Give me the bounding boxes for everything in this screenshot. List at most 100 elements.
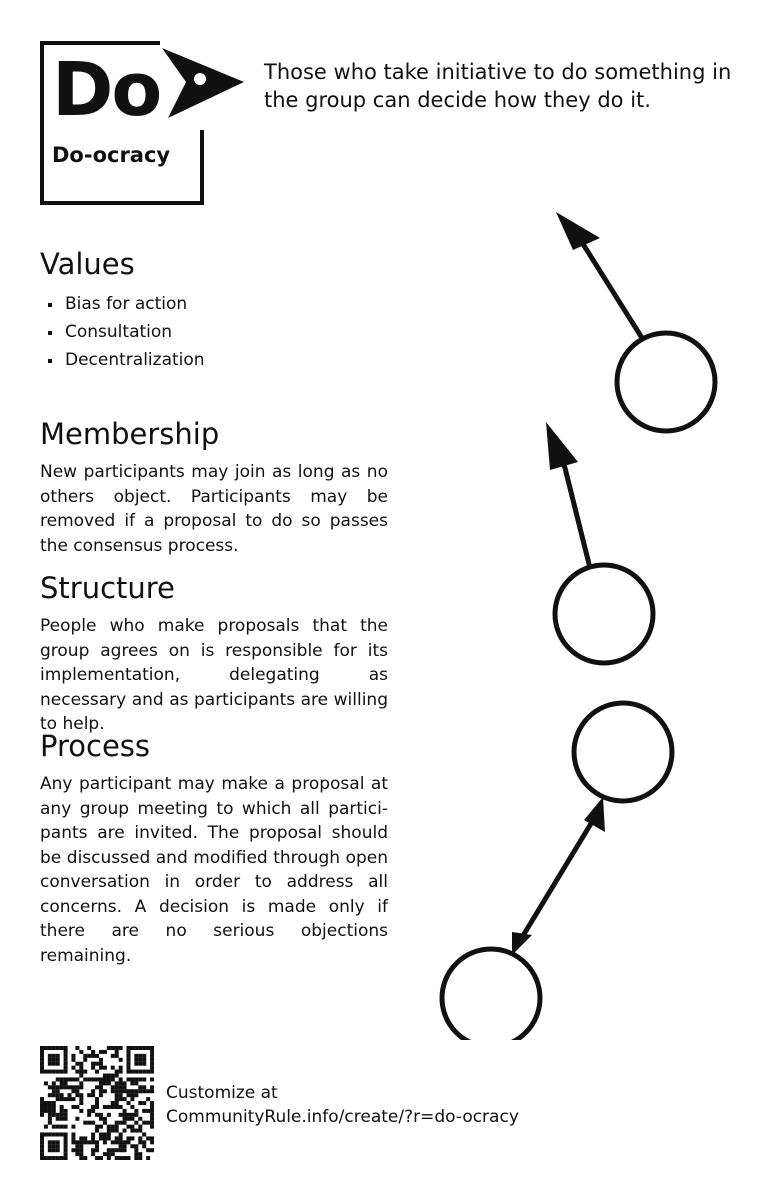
qr-module [95, 1101, 100, 1106]
qr-module [40, 1046, 45, 1051]
qr-module [71, 1136, 76, 1141]
qr-module [138, 1136, 143, 1141]
qr-module [40, 1101, 45, 1106]
qr-module [47, 1116, 52, 1121]
qr-module [134, 1112, 139, 1117]
qr-module [114, 1128, 119, 1133]
qr-module [87, 1120, 92, 1125]
arrowhead-3 [584, 797, 605, 832]
qr-module [142, 1061, 147, 1066]
qr-module [47, 1069, 52, 1074]
qr-module [91, 1120, 96, 1125]
qr-module [55, 1077, 60, 1082]
qr-module [47, 1093, 52, 1098]
qr-module [83, 1120, 88, 1125]
qr-module [91, 1132, 96, 1137]
qr-module [110, 1077, 115, 1082]
node-circle-3 [571, 700, 675, 804]
qr-module [59, 1156, 64, 1160]
qr-module [95, 1053, 100, 1058]
qr-module [142, 1046, 147, 1051]
qr-module [98, 1081, 103, 1086]
qr-module [43, 1046, 48, 1051]
qr-module [150, 1065, 154, 1070]
qr-module [126, 1124, 131, 1129]
qr-module [51, 1053, 56, 1058]
qr-module [126, 1116, 131, 1121]
qr-module [79, 1101, 84, 1106]
qr-module [55, 1089, 60, 1094]
qr-module [146, 1069, 151, 1074]
qr-module [142, 1057, 147, 1062]
qr-module [110, 1085, 115, 1090]
qr-module [59, 1104, 64, 1109]
customize-url[interactable]: CommunityRule.info/create/?r=do-ocracy [166, 1107, 519, 1127]
qr-module [110, 1046, 115, 1051]
qr-module [83, 1140, 88, 1145]
qr-module [47, 1144, 52, 1149]
qr-module [134, 1093, 139, 1098]
qr-module [138, 1140, 143, 1145]
qr-module [98, 1057, 103, 1062]
qr-module [130, 1144, 135, 1149]
qr-module [106, 1132, 111, 1137]
qr-module [106, 1112, 111, 1117]
qr-module [43, 1081, 48, 1086]
qr-module [75, 1148, 80, 1153]
qr-module [75, 1069, 80, 1074]
arrowhead-2 [546, 422, 578, 470]
qr-module [40, 1136, 45, 1141]
qr-module [102, 1089, 107, 1094]
qr-module [130, 1046, 135, 1051]
qr-module [59, 1124, 64, 1129]
qr-module [51, 1057, 56, 1062]
qr-module [83, 1057, 88, 1062]
qr-module [95, 1124, 100, 1129]
qr-module [55, 1053, 60, 1058]
qr-module [51, 1046, 56, 1051]
qr-module [106, 1156, 111, 1160]
qr-module [114, 1073, 119, 1078]
qr-module [91, 1061, 96, 1066]
qr-module [130, 1093, 135, 1098]
qr-module [79, 1093, 84, 1098]
qr-module [130, 1081, 135, 1086]
qr-module [83, 1069, 88, 1074]
qr-module [95, 1128, 100, 1133]
qr-module [110, 1104, 115, 1109]
qr-module [106, 1152, 111, 1157]
qr-module [102, 1120, 107, 1125]
qr-module [102, 1077, 107, 1082]
qr-code-icon[interactable] [40, 1046, 154, 1160]
qr-module [75, 1093, 80, 1098]
qr-module [40, 1156, 45, 1160]
qr-module [122, 1140, 127, 1145]
qr-module [63, 1053, 68, 1058]
qr-module [126, 1046, 131, 1051]
qr-module [138, 1156, 143, 1160]
qr-module [91, 1140, 96, 1145]
qr-module [95, 1156, 100, 1160]
qr-module [118, 1057, 123, 1062]
qr-module [142, 1085, 147, 1090]
qr-module [75, 1061, 80, 1066]
qr-module [106, 1073, 111, 1078]
qr-module [126, 1093, 131, 1098]
qr-module [47, 1132, 52, 1137]
qr-module [71, 1132, 76, 1137]
qr-module [47, 1112, 52, 1117]
arrow-shaft-1 [575, 234, 645, 340]
qr-module [146, 1089, 151, 1094]
qr-module [102, 1073, 107, 1078]
qr-module [130, 1097, 135, 1102]
qr-module [122, 1156, 127, 1160]
qr-module [43, 1108, 48, 1113]
qr-module [102, 1116, 107, 1121]
qr-module [95, 1140, 100, 1145]
qr-module [122, 1120, 127, 1125]
qr-module [118, 1132, 123, 1137]
qr-module [106, 1077, 111, 1082]
qr-module [63, 1144, 68, 1149]
qr-module [71, 1077, 76, 1082]
qr-module [95, 1148, 100, 1153]
